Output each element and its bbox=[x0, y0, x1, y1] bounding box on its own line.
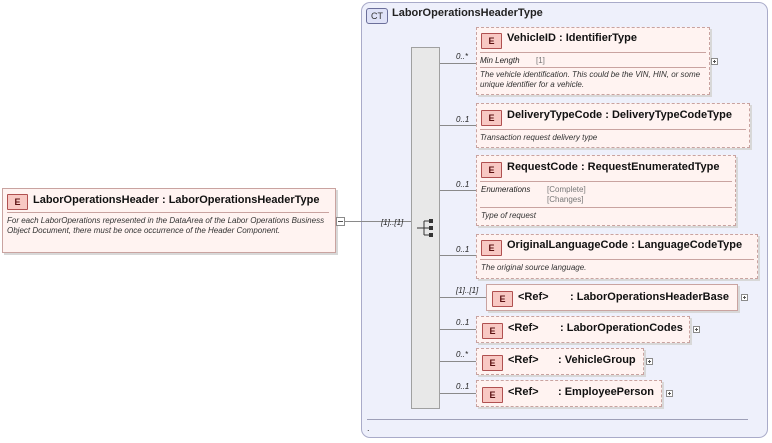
element-title: <Ref> : EmployeePerson bbox=[508, 386, 654, 398]
child-cardinality: 0..* bbox=[456, 52, 469, 61]
separator bbox=[480, 129, 746, 130]
element-delivery-type-code[interactable]: E DeliveryTypeCode : DeliveryTypeCodeTyp… bbox=[476, 103, 750, 148]
element-badge: E bbox=[7, 194, 28, 210]
separator bbox=[480, 207, 732, 208]
child-cardinality: 0..1 bbox=[456, 318, 470, 327]
separator bbox=[480, 52, 706, 53]
sequence-icon bbox=[417, 219, 433, 237]
element-badge: E bbox=[481, 33, 502, 49]
element-badge: E bbox=[482, 355, 503, 371]
connector-line bbox=[440, 63, 476, 64]
element-original-language-code[interactable]: E OriginalLanguageCode : LanguageCodeTyp… bbox=[476, 234, 758, 279]
ref-target: : EmployeePerson bbox=[558, 386, 654, 398]
element-badge: E bbox=[482, 323, 503, 339]
ref-label: <Ref> bbox=[518, 291, 549, 303]
root-element-title: LaborOperationsHeader : LaborOperationsH… bbox=[33, 194, 320, 206]
element-badge: E bbox=[492, 291, 513, 307]
element-doc: Transaction request delivery type bbox=[480, 133, 598, 142]
child-cardinality: [1]..[1] bbox=[456, 286, 479, 295]
connector-line bbox=[440, 255, 476, 256]
complex-type-footer: . bbox=[367, 423, 370, 433]
child-cardinality: 0..1 bbox=[456, 180, 470, 189]
connector-line bbox=[440, 329, 476, 330]
connector-line bbox=[440, 361, 476, 362]
element-request-code[interactable]: E RequestCode : RequestEnumeratedType En… bbox=[476, 155, 736, 226]
separator bbox=[7, 212, 329, 213]
element-vehicle-id[interactable]: E VehicleID : IdentifierType Min Length … bbox=[476, 27, 710, 95]
root-cardinality: [1]..[1] bbox=[381, 218, 404, 227]
connector-line bbox=[345, 221, 411, 222]
expand-icon[interactable] bbox=[666, 390, 673, 397]
expand-icon[interactable] bbox=[711, 58, 718, 65]
root-element-box[interactable]: E LaborOperationsHeader : LaborOperation… bbox=[2, 188, 336, 253]
connector-line bbox=[440, 297, 486, 298]
separator bbox=[480, 259, 754, 260]
element-labor-operation-codes[interactable]: E <Ref> : LaborOperationCodes bbox=[476, 316, 690, 343]
ref-target: : VehicleGroup bbox=[558, 354, 636, 366]
element-doc: The vehicle identification. This could b… bbox=[480, 70, 701, 89]
expand-icon[interactable] bbox=[693, 326, 700, 333]
connector-line bbox=[440, 125, 476, 126]
complex-type-badge: CT bbox=[366, 8, 388, 24]
separator bbox=[480, 181, 732, 182]
element-title: <Ref> : LaborOperationsHeaderBase bbox=[518, 291, 729, 303]
element-employee-person[interactable]: E <Ref> : EmployeePerson bbox=[476, 380, 662, 407]
facet-value: [Complete] bbox=[547, 185, 586, 194]
child-cardinality: 0..* bbox=[456, 350, 469, 359]
collapse-icon[interactable] bbox=[336, 217, 345, 226]
facet-label: Enumerations bbox=[481, 185, 531, 194]
expand-icon[interactable] bbox=[646, 358, 653, 365]
facet-value: [1] bbox=[536, 56, 545, 65]
element-doc: Type of request bbox=[481, 211, 536, 220]
facet-label: Min Length bbox=[480, 56, 520, 65]
complex-type-footer-divider bbox=[367, 419, 748, 420]
complex-type-title: LaborOperationsHeaderType bbox=[392, 7, 543, 19]
element-title: <Ref> : VehicleGroup bbox=[508, 354, 636, 366]
child-cardinality: 0..1 bbox=[456, 382, 470, 391]
root-element-doc: For each LaborOperations represented in … bbox=[7, 216, 325, 235]
element-title: <Ref> : LaborOperationCodes bbox=[508, 322, 683, 334]
element-title: OriginalLanguageCode : LanguageCodeType bbox=[507, 239, 743, 251]
ref-label: <Ref> bbox=[508, 386, 539, 398]
separator bbox=[480, 67, 706, 68]
element-title: VehicleID : IdentifierType bbox=[507, 32, 637, 44]
connector-line bbox=[440, 190, 476, 191]
element-title: RequestCode : RequestEnumeratedType bbox=[507, 161, 720, 173]
connector-line bbox=[440, 393, 476, 394]
element-badge: E bbox=[481, 110, 502, 126]
element-title: DeliveryTypeCode : DeliveryTypeCodeType bbox=[507, 109, 732, 121]
element-labor-operations-header-base[interactable]: E <Ref> : LaborOperationsHeaderBase bbox=[486, 284, 738, 311]
facet-value: [Changes] bbox=[547, 195, 584, 204]
child-cardinality: 0..1 bbox=[456, 115, 470, 124]
element-badge: E bbox=[481, 240, 502, 256]
ref-target: : LaborOperationCodes bbox=[560, 322, 683, 334]
element-vehicle-group[interactable]: E <Ref> : VehicleGroup bbox=[476, 348, 644, 375]
element-badge: E bbox=[482, 387, 503, 403]
ref-target: : LaborOperationsHeaderBase bbox=[570, 291, 729, 303]
element-doc: The original source language. bbox=[481, 263, 587, 272]
expand-icon[interactable] bbox=[741, 294, 748, 301]
child-cardinality: 0..1 bbox=[456, 245, 470, 254]
ref-label: <Ref> bbox=[508, 322, 539, 334]
element-badge: E bbox=[481, 162, 502, 178]
ref-label: <Ref> bbox=[508, 354, 539, 366]
